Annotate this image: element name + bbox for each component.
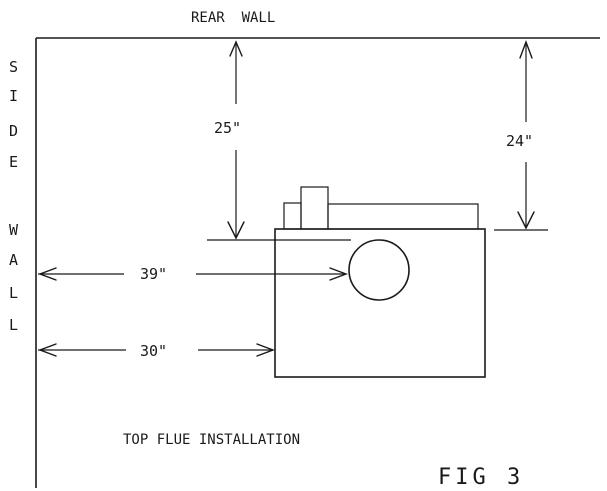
dimension-label: 30" (140, 342, 167, 360)
arrow-left (38, 343, 57, 357)
rear-collar (283, 202, 302, 230)
side-wall-letter: S (9, 58, 18, 76)
unit-body (274, 228, 486, 378)
side-wall-letter: W (9, 221, 19, 239)
dimension-30: 30" (38, 342, 275, 360)
dimension-24: 24" (506, 40, 535, 230)
side-wall-letter: L (9, 284, 18, 302)
figure-label: FIG 3 (438, 465, 524, 490)
arrow-down (517, 211, 535, 230)
arrow-up (229, 40, 243, 57)
dimension-label: 24" (506, 132, 533, 150)
dimension-label: 39" (140, 265, 167, 283)
flue-outlet (300, 186, 329, 230)
arrow-right (329, 267, 348, 281)
side-wall-letter: L (9, 316, 18, 334)
arrow-up (519, 40, 533, 59)
appliance-unit (274, 186, 486, 378)
side-wall-letter: D (9, 122, 18, 140)
rear-wall-label: REAR WALL (191, 10, 275, 26)
arrow-down (227, 221, 245, 240)
dimension-39: 39" (38, 265, 348, 283)
diagram-caption: TOP FLUE INSTALLATION (123, 432, 300, 448)
arrow-left (38, 267, 57, 281)
side-wall-letter: I (9, 87, 18, 105)
top-duct (327, 203, 479, 230)
flue-circle (348, 239, 410, 301)
side-wall-letter: E (9, 153, 18, 171)
side-wall-letter: A (9, 251, 18, 269)
dimension-label: 25" (214, 119, 241, 137)
side-wall-label: S I D E W A L L (9, 58, 19, 334)
dimension-25: 25" (214, 40, 245, 240)
arrow-right (256, 343, 275, 357)
